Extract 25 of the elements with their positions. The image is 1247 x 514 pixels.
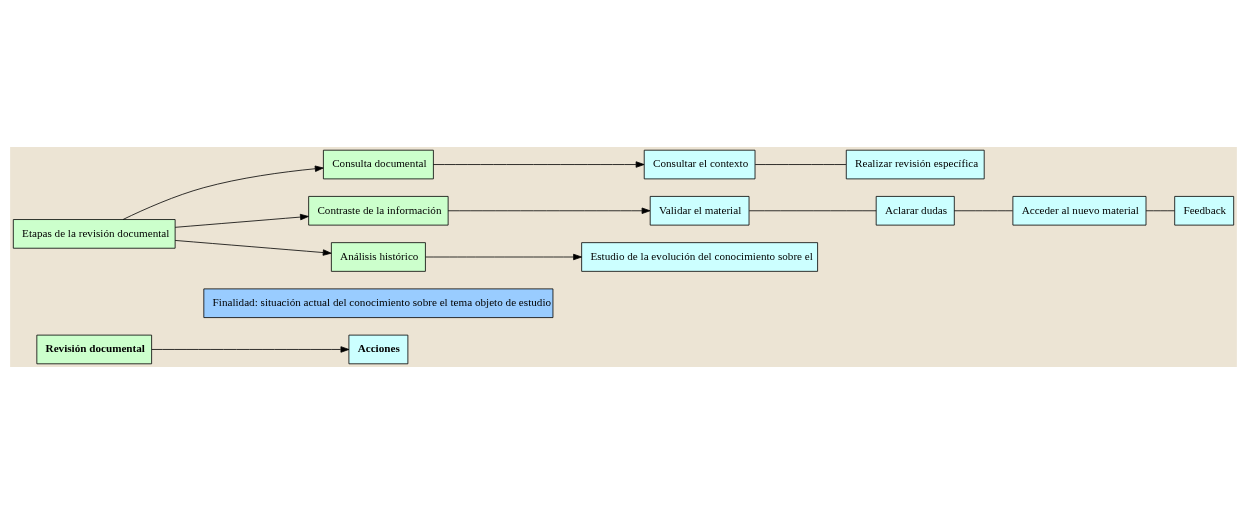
node-box: Consulta documental (323, 149, 434, 180)
connector (754, 164, 847, 165)
node-box: Acceder al nuevo material (1012, 196, 1147, 226)
node-box: Validar el material (649, 196, 750, 226)
arrow (151, 346, 350, 353)
arrow (174, 240, 332, 256)
node-box: Revisión documental (36, 334, 152, 365)
arrow (122, 165, 324, 220)
node-box: Etapas de la revisión documental (12, 219, 176, 249)
node-box: Feedback (1174, 196, 1235, 226)
node-box: Consultar el contexto (643, 149, 756, 180)
arrow (447, 207, 651, 214)
arrow (174, 213, 309, 228)
node-box: Análisis histórico (330, 242, 426, 272)
node-box: Aclarar dudas (875, 196, 955, 226)
node-box: Contraste de la información (308, 196, 449, 226)
connector (953, 210, 1013, 212)
node-box: Finalidad: situación actual del conocimiento sobre el tema objeto de estudio (203, 288, 554, 318)
connector (1145, 210, 1175, 212)
node-box: Acciones (348, 334, 409, 365)
connector (748, 210, 877, 212)
arrow (425, 253, 582, 261)
node-box: Estudio de la evolución del conocimiento sobre el (581, 242, 818, 272)
arrow (433, 161, 645, 168)
node-box: Realizar revisión específica (845, 149, 985, 180)
